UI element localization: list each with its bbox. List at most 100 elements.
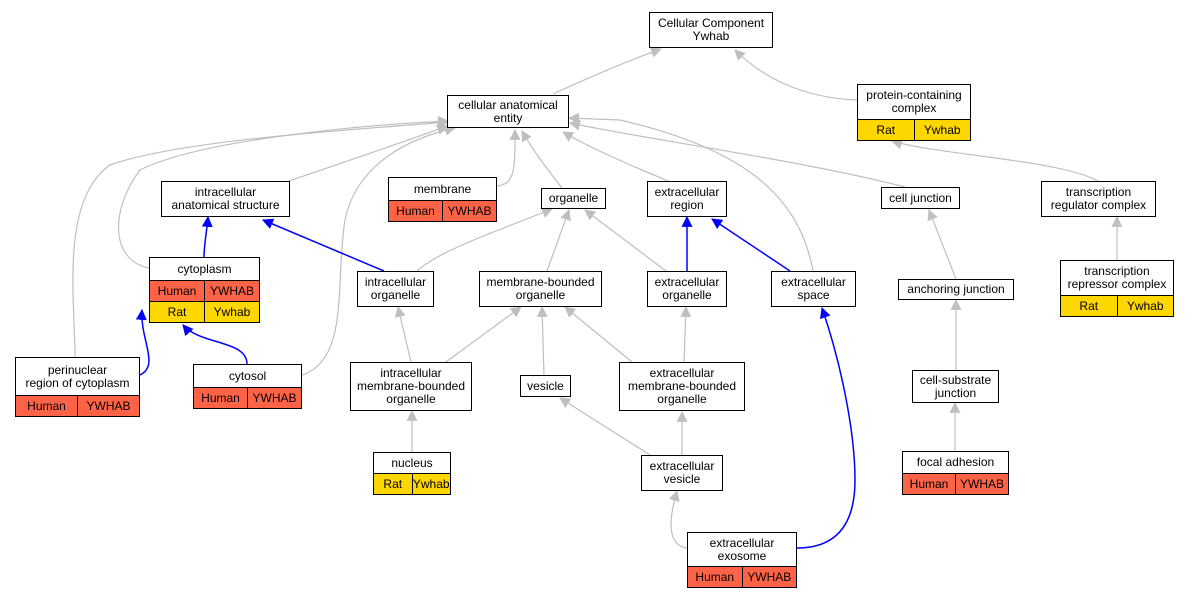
node-label: intracellular anatomical structure bbox=[171, 185, 280, 212]
species-cell[interactable]: Human bbox=[389, 201, 442, 221]
is-a-edge-imbo-to-io bbox=[394, 305, 412, 363]
gene-cell[interactable]: YWHAB bbox=[204, 281, 259, 301]
node-trc[interactable]: transcription regulator complex bbox=[1041, 181, 1156, 217]
gene-cell[interactable]: Ywhab bbox=[1116, 296, 1173, 316]
gene-cell[interactable]: Ywhab bbox=[913, 120, 970, 140]
is-a-edge-cae-to-root bbox=[552, 47, 663, 95]
species-cell[interactable]: Rat bbox=[858, 120, 914, 140]
part-of-edge-io-to-ias bbox=[261, 218, 385, 272]
node-ecr[interactable]: extracellular region bbox=[647, 181, 727, 217]
node-embo[interactable]: extracellular membrane-bounded organelle bbox=[619, 362, 745, 411]
node-label: transcription repressor complex bbox=[1067, 264, 1167, 291]
node-label: extracellular region bbox=[654, 185, 720, 212]
is-a-edge-cytoplasm-to-cae bbox=[118, 115, 450, 269]
species-cell[interactable]: Human bbox=[150, 281, 204, 301]
node-root[interactable]: Cellular Component Ywhab bbox=[649, 12, 773, 48]
node-label: membrane-bounded organelle bbox=[486, 275, 595, 302]
is-a-edge-ias-to-cae bbox=[288, 124, 449, 182]
gene-cell[interactable]: YWHAB bbox=[247, 388, 301, 408]
part-of-edge-perinuc-to-cytoplasm bbox=[135, 308, 150, 376]
species-cell[interactable]: Human bbox=[194, 388, 247, 408]
species-cell[interactable]: Rat bbox=[150, 302, 204, 322]
node-label: Cellular Component Ywhab bbox=[657, 16, 765, 43]
species-cell[interactable]: Rat bbox=[1061, 296, 1117, 316]
node-organelle[interactable]: organelle bbox=[541, 188, 606, 209]
is-a-edge-exosome-to-ecv bbox=[668, 489, 688, 549]
node-vesicle[interactable]: vesicle bbox=[520, 375, 571, 397]
part-of-edge-exosome-to-ecs bbox=[796, 306, 856, 549]
node-label: cytosol bbox=[228, 368, 267, 383]
species-cell[interactable]: Human bbox=[16, 396, 77, 416]
is-a-edge-anchj-to-celljunc bbox=[927, 208, 957, 280]
is-a-edge-pcc-to-root bbox=[734, 49, 858, 101]
is-a-edge-embo-to-eco bbox=[680, 305, 692, 363]
node-label: extracellular membrane-bounded organelle bbox=[627, 366, 737, 406]
is-a-edge-vesicle-to-mbo bbox=[536, 305, 548, 376]
node-label: transcription regulator complex bbox=[1050, 185, 1147, 212]
node-label: extracellular space bbox=[781, 275, 846, 302]
gene-cell[interactable]: Ywhab bbox=[411, 474, 450, 494]
node-label: extracellular exosome bbox=[709, 535, 775, 563]
node-ecv[interactable]: extracellular vesicle bbox=[641, 455, 723, 491]
node-label: intracellular membrane-bounded organelle bbox=[356, 366, 466, 406]
node-csj[interactable]: cell-substrate junction bbox=[912, 370, 999, 403]
species-cell[interactable]: Human bbox=[903, 474, 955, 494]
is-a-edge-ecv-to-vesicle bbox=[559, 397, 651, 456]
is-a-edge-membrane-to-cae bbox=[496, 128, 521, 187]
node-label: extracellular organelle bbox=[654, 275, 720, 302]
node-label: cellular anatomical entity bbox=[458, 97, 558, 125]
node-label: cell junction bbox=[889, 190, 952, 205]
node-celljunc[interactable]: cell junction bbox=[881, 187, 960, 209]
gene-cell[interactable]: YWHAB bbox=[442, 201, 496, 221]
node-label: organelle bbox=[548, 191, 599, 205]
gene-cell[interactable]: YWHAB bbox=[741, 567, 796, 587]
node-imbo[interactable]: intracellular membrane-bounded organelle bbox=[350, 362, 472, 411]
node-label: nucleus bbox=[391, 455, 433, 470]
node-anchj[interactable]: anchoring junction bbox=[898, 279, 1014, 300]
is-a-edge-trc-to-pcc bbox=[890, 138, 1099, 182]
is-a-edge-celljunc-to-cae bbox=[568, 119, 906, 188]
node-io[interactable]: intracellular organelle bbox=[357, 271, 434, 307]
gene-cell[interactable]: Ywhab bbox=[204, 302, 259, 322]
part-of-edge-cytosol-to-cytoplasm bbox=[182, 324, 248, 365]
species-cell[interactable]: Human bbox=[688, 567, 742, 587]
node-label: cell-substrate junction bbox=[919, 372, 992, 400]
node-label: perinuclear region of cytoplasm bbox=[25, 362, 130, 390]
species-cell[interactable]: Rat bbox=[374, 474, 412, 494]
node-ias[interactable]: intracellular anatomical structure bbox=[161, 181, 290, 217]
gene-cell[interactable]: YWHAB bbox=[77, 396, 139, 416]
node-cae[interactable]: cellular anatomical entity bbox=[447, 95, 569, 128]
node-label: intracellular organelle bbox=[364, 275, 427, 302]
node-ecs[interactable]: extracellular space bbox=[771, 271, 856, 307]
is-a-edge-embo-to-mbo bbox=[564, 306, 633, 363]
is-a-edge-io-to-organelle bbox=[416, 207, 554, 272]
node-label: focal adhesion bbox=[916, 455, 995, 469]
is-a-edge-cytosol-to-cae bbox=[301, 124, 457, 376]
is-a-edge-perinuc-to-cae bbox=[72, 117, 450, 358]
node-eco[interactable]: extracellular organelle bbox=[647, 271, 727, 307]
node-mbo[interactable]: membrane-bounded organelle bbox=[479, 271, 602, 307]
part-of-edge-cytoplasm-to-ias bbox=[201, 215, 213, 258]
is-a-edge-mbo-to-organelle bbox=[546, 208, 571, 272]
gene-cell[interactable]: YWHAB bbox=[955, 474, 1008, 494]
